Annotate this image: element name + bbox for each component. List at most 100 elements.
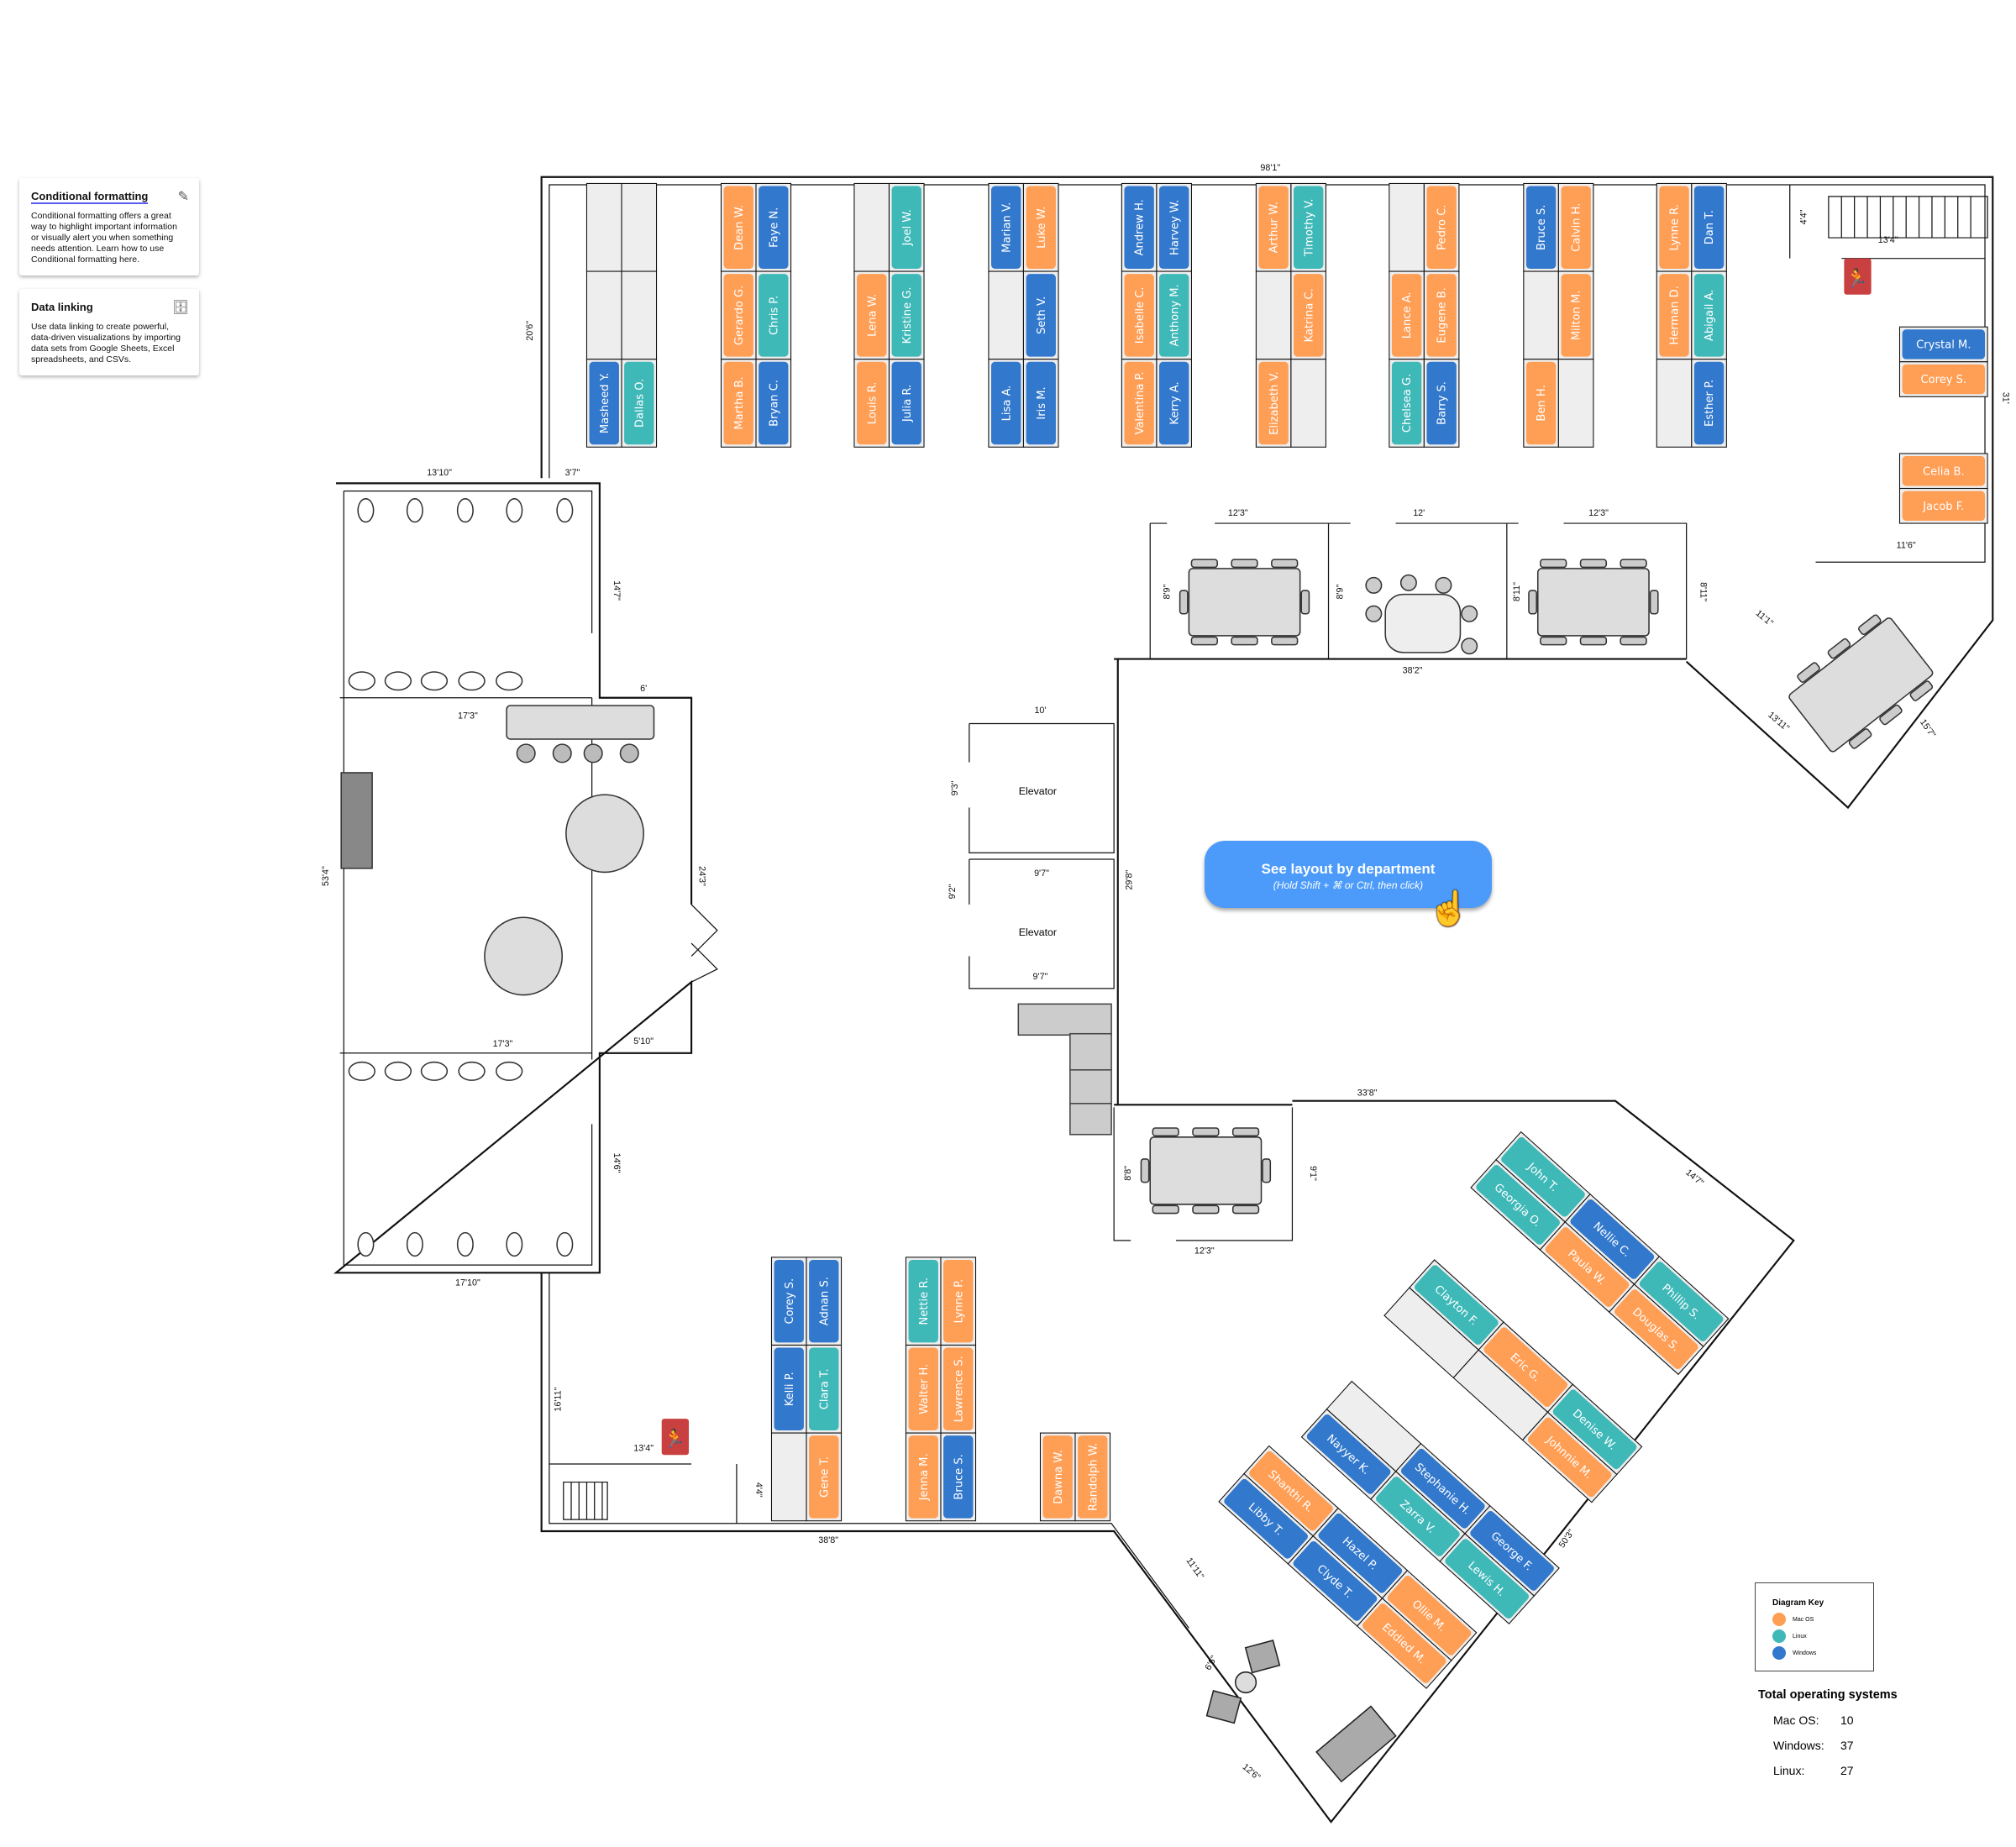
- data-linking-card[interactable]: 🗄 Data linking Use data linking to creat…: [19, 289, 199, 375]
- dimension-label: 8'8": [1123, 1166, 1133, 1181]
- svg-text:🏃: 🏃: [1845, 267, 1868, 288]
- desk[interactable]: Eugene B.: [1423, 270, 1460, 360]
- desk-name: Abigail A.: [1704, 290, 1716, 341]
- dimension-label: 6': [640, 684, 647, 694]
- desk[interactable]: Stephanie H.: [1394, 1442, 1491, 1535]
- desk[interactable]: Lena W.: [853, 270, 890, 360]
- mac-workstation: [908, 1435, 938, 1519]
- desk[interactable]: Herman D.: [1656, 270, 1693, 360]
- desk[interactable]: Lynne R.: [1656, 182, 1693, 272]
- desk[interactable]: Masheed Y.: [585, 359, 622, 448]
- desk[interactable]: Dawna W.: [1039, 1432, 1076, 1522]
- desk[interactable]: Valentina P.: [1121, 359, 1158, 448]
- desk-name: Arthur W.: [1268, 202, 1281, 253]
- desk[interactable]: Bruce S.: [940, 1432, 977, 1522]
- mac-workstation: [1902, 491, 1986, 521]
- desk[interactable]: Anthony M.: [1156, 270, 1192, 360]
- desk[interactable]: Dan T.: [1691, 182, 1727, 272]
- desk[interactable]: Denise W.: [1546, 1383, 1643, 1476]
- desk[interactable]: Lance A.: [1389, 270, 1425, 360]
- desk[interactable]: Barry S.: [1423, 359, 1460, 448]
- desk[interactable]: Lisa A.: [988, 359, 1024, 448]
- desk[interactable]: Clara T.: [806, 1344, 843, 1434]
- desk[interactable]: Eric G.: [1478, 1321, 1574, 1414]
- desk[interactable]: Corey S.: [1898, 361, 1988, 397]
- desk[interactable]: Jenna M.: [905, 1432, 942, 1522]
- desk[interactable]: Ben H.: [1523, 359, 1559, 448]
- desk[interactable]: Louis R.: [853, 359, 890, 448]
- desk[interactable]: Randolph W.: [1074, 1432, 1111, 1522]
- desk[interactable]: Elizabeth V.: [1255, 359, 1292, 448]
- desk[interactable]: Kristine G.: [888, 270, 925, 360]
- desk-name: Ben H.: [1536, 385, 1548, 421]
- desk[interactable]: Gerardo G.: [720, 270, 757, 360]
- desk[interactable]: Crystal M.: [1898, 326, 1988, 363]
- desk[interactable]: Seth V.: [1022, 270, 1059, 360]
- desk[interactable]: Faye N.: [755, 182, 792, 272]
- desk[interactable]: Bryan C.: [755, 359, 792, 448]
- desk[interactable]: Adnan S.: [806, 1257, 843, 1346]
- desk[interactable]: Dean W.: [720, 182, 757, 272]
- desk[interactable]: Abigail A.: [1691, 270, 1727, 360]
- desk[interactable]: Nettie R.: [905, 1257, 942, 1346]
- desk[interactable]: Dallas O.: [621, 359, 658, 448]
- desk-name: Louis R.: [866, 382, 879, 425]
- desk[interactable]: Chris P.: [755, 270, 792, 360]
- desk-name: Kerry A.: [1168, 381, 1181, 424]
- desk-name: Clara T.: [818, 1368, 831, 1409]
- mac-workstation: [1426, 274, 1457, 357]
- desk[interactable]: Lynne P.: [940, 1257, 977, 1346]
- mac-workstation: [1258, 361, 1289, 445]
- desk[interactable]: Corey S.: [770, 1257, 807, 1346]
- walls: [333, 176, 1994, 1823]
- desk[interactable]: Timothy V.: [1290, 182, 1326, 272]
- desk[interactable]: Martha B.: [720, 359, 757, 448]
- desk[interactable]: Shanthi R.: [1243, 1445, 1339, 1537]
- desk[interactable]: Isabelle C.: [1121, 270, 1158, 360]
- desk[interactable]: Milton M.: [1557, 270, 1594, 360]
- desk[interactable]: Arthur W.: [1255, 182, 1292, 272]
- desk[interactable]: Lawrence S.: [940, 1344, 977, 1434]
- chair-icon: [1540, 636, 1567, 646]
- desk-name: Barry S.: [1436, 381, 1449, 425]
- desk[interactable]: Libby T.: [1218, 1472, 1314, 1565]
- desk[interactable]: Iris M.: [1022, 359, 1059, 448]
- sofa-section: [1069, 1032, 1112, 1071]
- desk[interactable]: Harvey W.: [1156, 182, 1192, 272]
- desk-name: Iris M.: [1036, 386, 1048, 419]
- sofa-section: [1017, 1003, 1112, 1036]
- key-label: Windows: [1793, 1650, 1817, 1656]
- desk[interactable]: Bruce S.: [1523, 182, 1559, 272]
- desk[interactable]: George F.: [1464, 1505, 1560, 1597]
- dimension-label: 17'3": [458, 711, 478, 721]
- mac-workstation: [1426, 186, 1457, 269]
- desk[interactable]: Lewis H.: [1439, 1533, 1536, 1624]
- desk[interactable]: Walter H.: [905, 1344, 942, 1434]
- desk-name: Seth V.: [1036, 296, 1048, 334]
- desk[interactable]: Clyde T.: [1287, 1535, 1383, 1627]
- desk[interactable]: Celia B.: [1898, 453, 1988, 490]
- desk[interactable]: Phillip S.: [1633, 1256, 1730, 1347]
- see-layout-by-department-button[interactable]: See layout by department (Hold Shift + ⌘…: [1205, 841, 1492, 908]
- desk[interactable]: Katrina C.: [1290, 270, 1326, 360]
- desk[interactable]: Nellie C.: [1564, 1194, 1661, 1285]
- conditional-formatting-card[interactable]: ✎ Conditional formatting Conditional for…: [19, 178, 199, 275]
- windows-workstation: [1293, 1540, 1378, 1621]
- desk[interactable]: Joel W.: [888, 182, 925, 272]
- desk[interactable]: Gene T.: [806, 1432, 843, 1522]
- desk[interactable]: Chelsea G.: [1389, 359, 1425, 448]
- desk-name: Anthony M.: [1168, 284, 1181, 346]
- desk[interactable]: Pedro C.: [1423, 182, 1460, 272]
- desk[interactable]: Kerry A.: [1156, 359, 1192, 448]
- desk-name: Celia B.: [1923, 465, 1965, 478]
- desk[interactable]: Esther P.: [1691, 359, 1727, 448]
- desk[interactable]: Marian V.: [988, 182, 1024, 272]
- desk[interactable]: Jacob F.: [1898, 487, 1988, 524]
- chair-icon: [1620, 636, 1647, 646]
- desk[interactable]: Andrew H.: [1121, 182, 1158, 272]
- desk[interactable]: Calvin H.: [1557, 182, 1594, 272]
- desk[interactable]: Kelli P.: [770, 1344, 807, 1434]
- desk[interactable]: Julia R.: [888, 359, 925, 448]
- round-table: [1384, 593, 1462, 653]
- desk[interactable]: Luke W.: [1022, 182, 1059, 272]
